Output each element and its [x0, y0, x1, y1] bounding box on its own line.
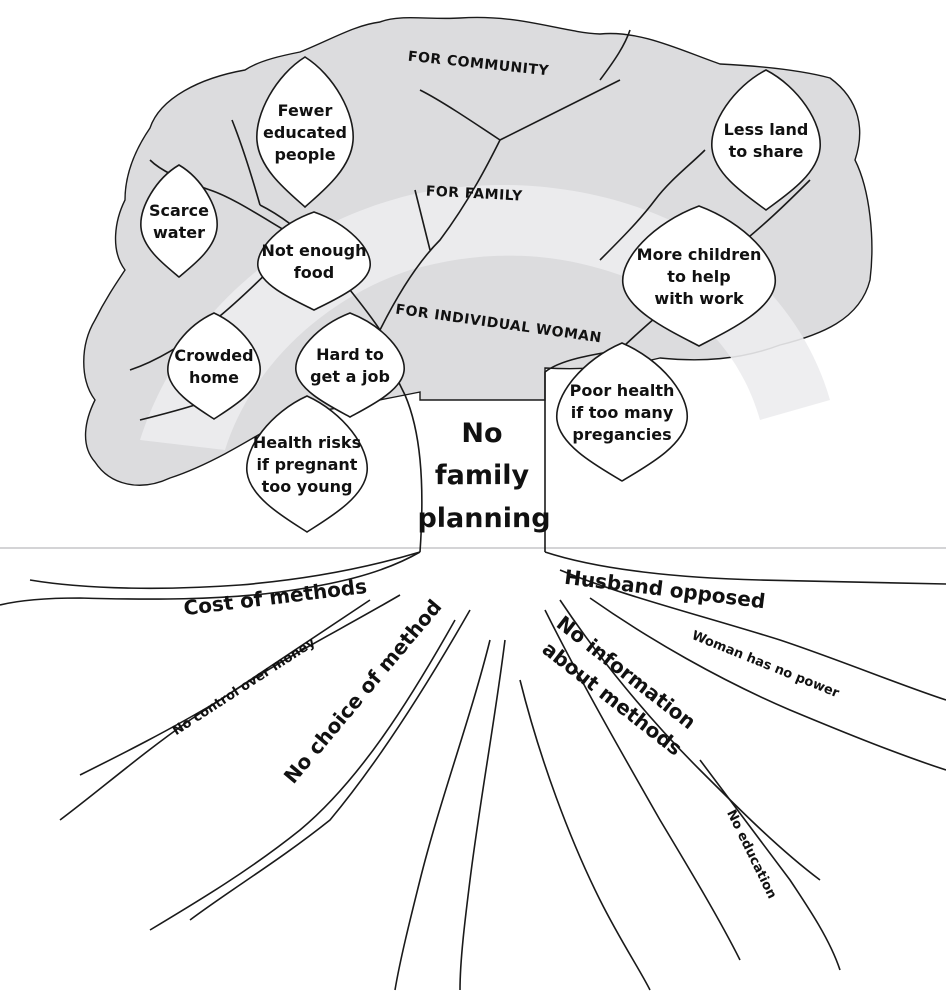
leaf-label-line: to help [667, 267, 730, 286]
leaf-shape [556, 342, 688, 482]
leaf-shape [295, 312, 405, 418]
trunk-label-line-2: family [435, 460, 530, 491]
leaf-more-children-to-help-with-work: More children to help with work [622, 205, 776, 347]
leaf-shape [711, 69, 821, 211]
leaf-label-line: with work [654, 289, 744, 308]
leaf-hard-to-get-a-job: Hard to get a job [295, 312, 405, 418]
leaf-label-line: Scarce [149, 201, 209, 220]
leaf-shape [622, 205, 776, 347]
leaf-label-line: Not enough [261, 241, 366, 260]
leaf-label-line: get a job [310, 367, 390, 386]
leaf-label-line: More children [637, 245, 762, 264]
leaf-label-line: to share [729, 142, 804, 161]
leaf-label-line: home [189, 368, 239, 387]
leaf-not-enough-food: Not enough food [257, 211, 371, 311]
leaf-label-line: people [274, 145, 335, 164]
leaf-shape [167, 312, 261, 420]
leaf-shape [140, 164, 218, 279]
trunk-label: No family planning [417, 418, 550, 534]
leaf-health-risks-if-pregnant-too-young: Health risks if pregnant too young [246, 395, 368, 533]
leaf-label-line: food [294, 263, 334, 282]
leaf-crowded-home: Crowded home [167, 312, 261, 420]
leaf-label-line: pregancies [572, 425, 671, 444]
trunk-label-line-3: planning [417, 503, 550, 534]
leaf-label-line: educated [263, 123, 347, 142]
root-label-woman-has-no-power: Woman has no power [690, 628, 842, 701]
leaf-label-line: Poor health [570, 381, 675, 400]
root-labels: Cost of methods No control over money No… [170, 565, 842, 902]
leaf-fewer-educated-people: Fewer educated people [256, 56, 354, 209]
leaf-label-line: Less land [724, 120, 809, 139]
leaf-label-line: if too many [571, 403, 674, 422]
leaf-label-line: too young [262, 477, 353, 496]
leaf-label-line: water [153, 223, 205, 242]
leaf-shape [257, 211, 371, 311]
leaf-label-line: Hard to [316, 345, 384, 364]
root-label-no-control-over-money: No control over money [170, 635, 319, 739]
tree-roots [0, 551, 946, 991]
leaf-less-land-to-share: Less land to share [711, 69, 821, 211]
leaf-poor-health-if-too-many-pregancies: Poor health if too many pregancies [556, 342, 688, 482]
leaf-shape [256, 56, 354, 209]
leaf-shape [246, 395, 368, 533]
level-label-family: FOR FAMILY [425, 183, 523, 204]
leaf-label-line: Fewer [278, 101, 333, 120]
leaf-label-line: if pregnant [257, 455, 358, 474]
leaf-label-line: Health risks [253, 433, 361, 452]
leaf-scarce-water: Scarce water [140, 164, 218, 279]
leaf-label-line: Crowded [174, 346, 253, 365]
trunk-label-line-1: No [461, 418, 502, 449]
